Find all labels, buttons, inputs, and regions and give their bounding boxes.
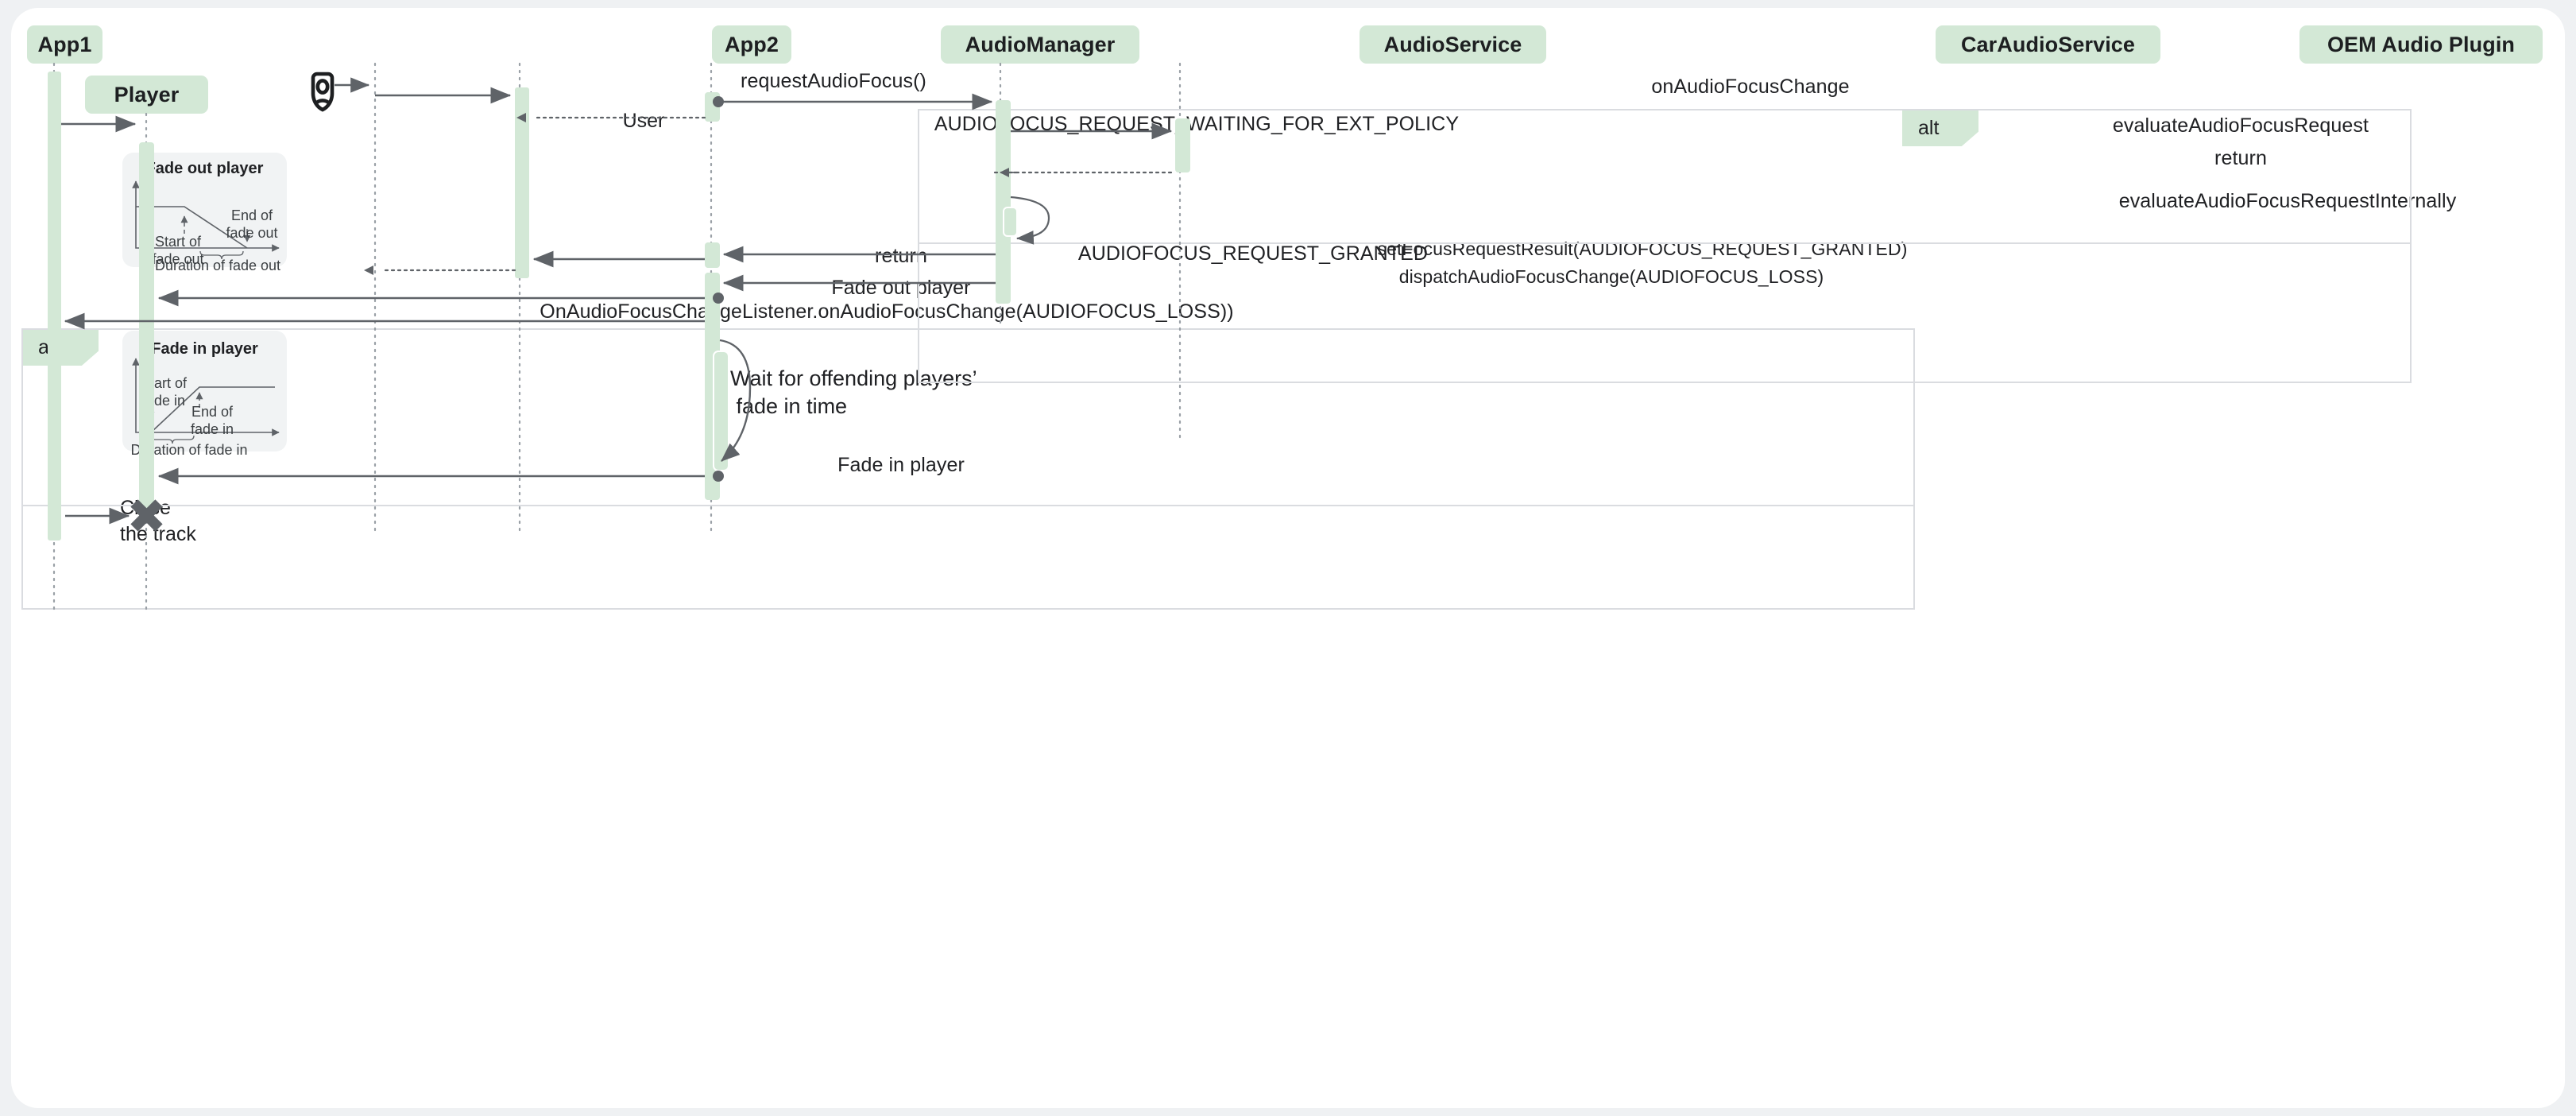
arrowhead-waiting-ext-policy — [516, 113, 526, 122]
activation-oemplugin — [1175, 118, 1190, 172]
fragment-alt-right-tag: alt — [1902, 110, 1978, 146]
sequence-diagram-stage: App1 Player App2 AudioManager AudioServi… — [11, 8, 2565, 1108]
participant-oemplugin[interactable]: OEM Audio Plugin — [2299, 25, 2543, 64]
activation-player — [139, 142, 154, 512]
activation-audioservice-nested — [713, 351, 729, 471]
diagram-vector-layer — [21, 62, 2412, 610]
participant-label: AudioManager — [965, 32, 1116, 56]
participant-caraudioservice[interactable]: CarAudioService — [1936, 25, 2160, 64]
user-badge-icon — [311, 72, 335, 112]
arrowhead-return-app2 — [364, 265, 373, 275]
origin-dot-fadeOutPlayer — [713, 293, 724, 304]
message-label-dispatchAudioFocusChange: dispatchAudioFocusChange(AUDIOFOCUS_LOSS… — [1398, 266, 1824, 287]
participant-audioservice[interactable]: AudioService — [1360, 25, 1546, 64]
participant-app2[interactable]: App2 — [712, 25, 791, 64]
activation-audiomanager — [515, 87, 529, 278]
actor-user-label: User — [622, 110, 665, 132]
message-label-requestAudioFocus: requestAudioFocus() — [741, 70, 926, 92]
activation-audioservice-2 — [705, 242, 720, 268]
participant-audiomanager[interactable]: AudioManager — [941, 25, 1139, 64]
destroy-x-icon — [130, 499, 163, 532]
fragment-alt-right-operand-1 — [918, 109, 2412, 244]
fragment-alt-right-operand-2 — [918, 242, 2412, 383]
activation-caraudioservice — [996, 100, 1011, 304]
participant-label: CarAudioService — [1960, 32, 2136, 56]
participant-player[interactable]: Player — [85, 76, 208, 114]
fade-out-duration-label: Duration of fade out — [154, 258, 281, 273]
activation-app1 — [48, 72, 61, 541]
message-label-onAudioFocusChange: onAudioFocusChange — [1651, 76, 1850, 98]
message-label-fadeInPlayer: Fade in player — [837, 454, 965, 476]
arrow-evaluateAudioFocusRequestInternally — [1010, 196, 1050, 245]
message-label-requestGranted: AUDIOFOCUS_REQUEST_GRANTED — [1077, 242, 1429, 265]
message-label-setFocusRequestResult: setFocusRequestResult(AUDIOFOCUS_REQUEST… — [1377, 238, 1908, 259]
message-label-return-oem: return — [2214, 147, 2267, 169]
message-label-onAudioFocusChangeListener: OnAudioFocusChangeListener.onAudioFocusC… — [540, 300, 1234, 323]
message-label-fadeOutPlayer: Fade out player — [831, 277, 971, 299]
fragment-label: alt — [1918, 116, 1940, 139]
participant-app1[interactable]: App1 — [27, 25, 102, 64]
message-label-evaluateAudioFocusRequest: evaluateAudioFocusRequest — [2112, 114, 2369, 137]
activation-caraudioservice-nested — [1003, 207, 1018, 237]
fragment-alt-left-operand-2 — [21, 505, 1915, 610]
fragment-alt-left-operand-1 — [21, 328, 1915, 506]
origin-dot-fadeInPlayer — [713, 471, 724, 482]
fade-in-duration-label: Duration of fade in — [130, 442, 248, 458]
origin-dot-onAudioFocusChange — [713, 96, 724, 107]
note-wait-fade-in: Wait for offending players’ fade in time — [730, 366, 977, 419]
arrowhead-return-oem — [1000, 168, 1009, 177]
diagram-card: App1 Player App2 AudioManager AudioServi… — [11, 8, 2565, 1108]
participant-label: OEM Audio Plugin — [2327, 32, 2516, 56]
fade-in-chart-title: Fade in player — [151, 340, 258, 358]
activation-bars — [48, 72, 1190, 541]
participant-label: App2 — [725, 32, 779, 56]
participant-label: App1 — [37, 32, 92, 56]
arrow-wait-fade-in-time — [719, 339, 752, 462]
participant-label: Player — [114, 82, 180, 107]
message-label-evaluateInternally: evaluateAudioFocusRequestInternally — [2118, 190, 2457, 212]
participant-label: AudioService — [1383, 32, 1522, 56]
fade-out-chart-title: Fade out player — [145, 160, 264, 177]
